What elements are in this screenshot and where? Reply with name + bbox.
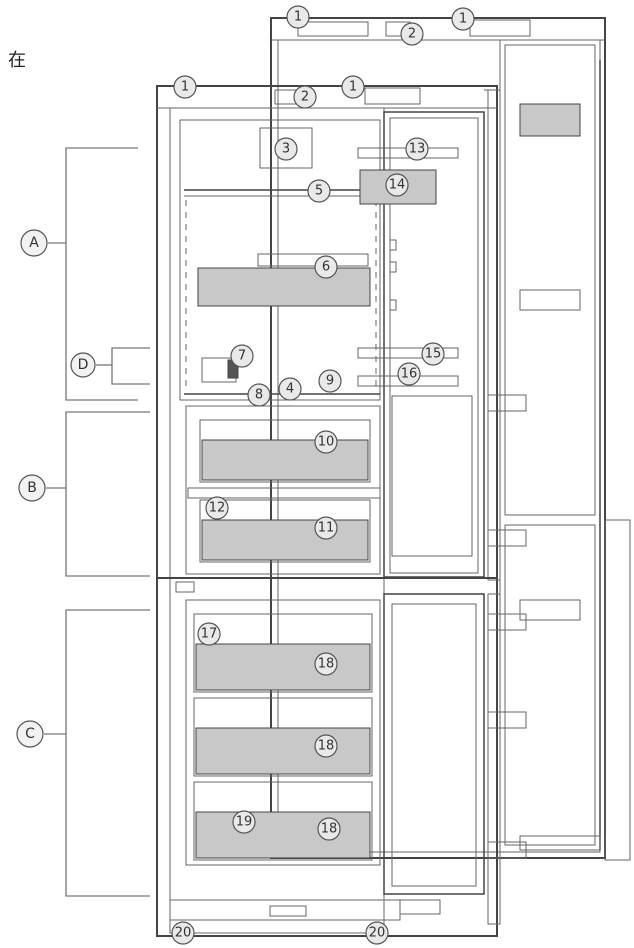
- svg-text:18: 18: [321, 822, 338, 837]
- svg-text:18: 18: [318, 657, 335, 672]
- zone-bracket-C: [44, 609, 150, 897]
- svg-text:14: 14: [389, 178, 406, 193]
- svg-text:16: 16: [401, 367, 418, 382]
- callout-15: 15: [421, 342, 445, 366]
- zone-bracket-B: [46, 411, 150, 577]
- callout-13: 13: [405, 137, 429, 161]
- svg-text:D: D: [78, 357, 89, 373]
- svg-text:2: 2: [408, 27, 416, 42]
- freezer-door: [383, 593, 527, 925]
- svg-text:7: 7: [238, 349, 246, 364]
- callout-14: 14: [385, 173, 409, 197]
- callout-12: 12: [205, 496, 229, 520]
- svg-text:C: C: [25, 726, 35, 742]
- callout-9: 9: [318, 369, 342, 393]
- callout-18-top: 18: [314, 652, 338, 676]
- svg-text:11: 11: [318, 521, 335, 536]
- fridge-door: [357, 89, 527, 581]
- svg-text:10: 10: [318, 435, 335, 450]
- callout-16: 16: [397, 362, 421, 386]
- svg-text:17: 17: [201, 627, 218, 642]
- svg-text:4: 4: [286, 382, 294, 397]
- svg-text:20: 20: [369, 926, 386, 941]
- zone-label-C: C: [16, 720, 44, 748]
- svg-text:15: 15: [425, 347, 442, 362]
- callout-8: 8: [247, 383, 271, 407]
- svg-text:B: B: [27, 480, 37, 496]
- zone-label-D: D: [70, 352, 96, 378]
- callout-2-front: 2: [293, 85, 317, 109]
- svg-text:9: 9: [326, 374, 334, 389]
- zone-label-A: A: [20, 229, 48, 257]
- callout-20-left: 20: [171, 921, 195, 945]
- callout-6: 6: [314, 255, 338, 279]
- freezer-section: [185, 599, 381, 866]
- plinth: [169, 899, 441, 921]
- svg-text:2: 2: [301, 90, 309, 105]
- callout-19: 19: [232, 810, 256, 834]
- svg-text:20: 20: [175, 926, 192, 941]
- callout-1-front-left: 1: [173, 75, 197, 99]
- svg-text:8: 8: [255, 388, 263, 403]
- callout-3: 3: [274, 137, 298, 161]
- callout-10: 10: [314, 430, 338, 454]
- callout-5: 5: [307, 179, 331, 203]
- callout-1-rear-right: 1: [451, 7, 475, 31]
- callout-7: 7: [230, 344, 254, 368]
- callout-18-middle: 18: [314, 734, 338, 758]
- callout-4: 4: [278, 377, 302, 401]
- callout-1-rear-left: 1: [286, 5, 310, 29]
- fridge-compartment: [179, 119, 381, 401]
- callout-17: 17: [197, 622, 221, 646]
- svg-text:5: 5: [315, 184, 323, 199]
- zone-bracket-A: [48, 147, 138, 401]
- zone-label-B: B: [18, 474, 46, 502]
- svg-text:12: 12: [209, 501, 226, 516]
- svg-text:1: 1: [181, 80, 189, 95]
- zone-bracket-D: [96, 347, 150, 385]
- svg-text:18: 18: [318, 739, 335, 754]
- callout-1-front-right: 1: [341, 75, 365, 99]
- callout-2-rear: 2: [400, 22, 424, 46]
- crisper-section: [185, 405, 381, 575]
- svg-text:1: 1: [459, 12, 467, 27]
- callout-18-bottom: 18: [317, 817, 341, 841]
- svg-text:1: 1: [349, 80, 357, 95]
- svg-text:13: 13: [409, 142, 426, 157]
- corner-character: 在: [8, 50, 26, 71]
- svg-text:3: 3: [282, 142, 290, 157]
- handle: [175, 581, 195, 593]
- callout-11: 11: [314, 516, 338, 540]
- svg-text:1: 1: [294, 10, 302, 25]
- callout-20-right: 20: [365, 921, 389, 945]
- svg-text:6: 6: [322, 260, 330, 275]
- svg-text:A: A: [29, 235, 39, 251]
- svg-text:19: 19: [236, 815, 253, 830]
